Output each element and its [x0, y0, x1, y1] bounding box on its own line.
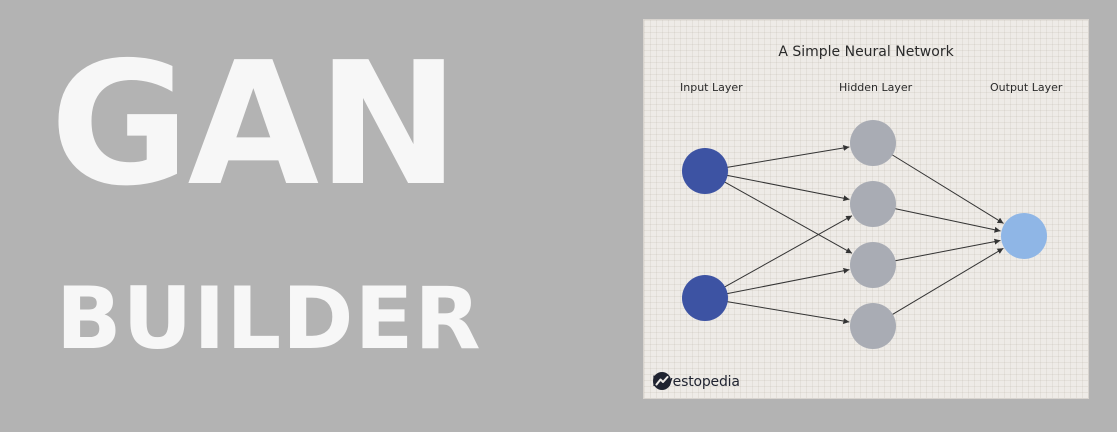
input-layer-label: Input Layer	[680, 81, 743, 94]
hidden-2-node	[850, 181, 896, 227]
investopedia-icon	[652, 371, 672, 391]
edge-input-2-to-hidden-3	[725, 270, 850, 295]
diagram-title: A Simple Neural Network	[644, 44, 1088, 60]
hidden-layer-label: Hidden Layer	[839, 81, 912, 94]
neural-network-diagram: A Simple Neural Network Input Layer Hidd…	[643, 19, 1089, 399]
output-layer-label: Output Layer	[990, 81, 1062, 94]
title-builder: BUILDER	[56, 276, 482, 362]
hidden-1-node	[850, 120, 896, 166]
hidden-3-node	[850, 242, 896, 288]
output-1-node	[1001, 213, 1047, 259]
title-gan: GAN	[50, 40, 457, 210]
edge-input-1-to-hidden-2	[725, 175, 850, 200]
edge-hidden-1-to-output-1	[890, 153, 1004, 223]
edge-input-1-to-hidden-3	[722, 181, 852, 254]
investopedia-logo: Investopedia	[652, 371, 740, 393]
input-2-node	[682, 275, 728, 321]
edge-input-1-to-hidden-1	[725, 147, 850, 168]
hidden-4-node	[850, 303, 896, 349]
edge-hidden-3-to-output-1	[893, 241, 1001, 262]
edge-input-2-to-hidden-4	[725, 301, 850, 322]
edge-input-2-to-hidden-2	[722, 216, 852, 289]
input-1-node	[682, 148, 728, 194]
network-graph	[644, 20, 1088, 398]
